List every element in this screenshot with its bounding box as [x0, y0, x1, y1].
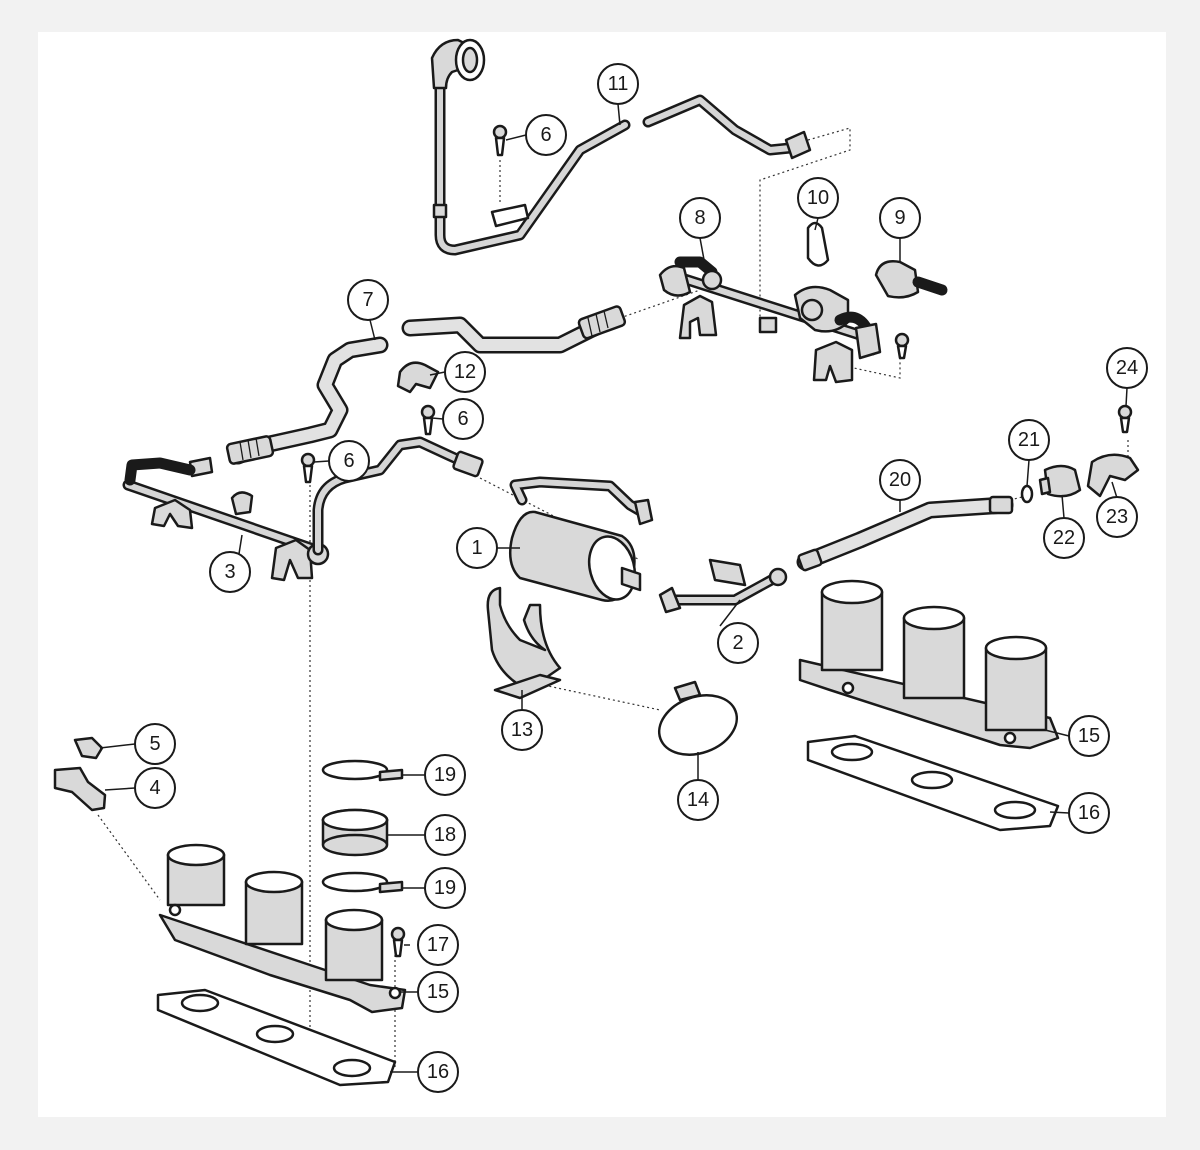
svg-text:23: 23	[1106, 506, 1128, 528]
callout-10: 10	[797, 177, 839, 219]
filter-outlet-pipe	[658, 558, 788, 614]
callout-2: 2	[717, 622, 759, 664]
svg-text:19: 19	[434, 764, 456, 786]
svg-text:24: 24	[1116, 357, 1138, 379]
callout-4: 4	[134, 767, 176, 809]
callout-9: 9	[879, 197, 921, 239]
svg-text:16: 16	[427, 1061, 449, 1083]
callout-22: 22	[1043, 517, 1085, 559]
fuel-return-line	[430, 38, 812, 256]
svg-text:12: 12	[454, 361, 476, 383]
svg-text:21: 21	[1018, 429, 1040, 451]
callout-13: 13	[501, 709, 543, 751]
callout-1: 1	[456, 527, 498, 569]
callout-6-upper: 6	[525, 114, 567, 156]
callout-5: 5	[134, 723, 176, 765]
pressure-fittings	[1020, 404, 1140, 504]
svg-text:2: 2	[732, 632, 743, 654]
svg-text:10: 10	[807, 187, 829, 209]
svg-text:14: 14	[687, 789, 709, 811]
callout-6-middle: 6	[442, 398, 484, 440]
callout-17: 17	[417, 924, 459, 966]
leader-lines	[99, 103, 1128, 1073]
svg-text:15: 15	[1078, 725, 1100, 747]
svg-text:22: 22	[1053, 527, 1075, 549]
svg-text:7: 7	[362, 289, 373, 311]
filter-bracket	[486, 586, 739, 756]
callout-8: 8	[679, 197, 721, 239]
callout-20: 20	[879, 459, 921, 501]
gasket-right	[806, 734, 1060, 832]
svg-text:19: 19	[434, 877, 456, 899]
fuel-feed-hose	[188, 305, 627, 478]
svg-text:8: 8	[694, 207, 705, 229]
svg-text:18: 18	[434, 824, 456, 846]
svg-text:16: 16	[1078, 802, 1100, 824]
svg-text:4: 4	[149, 777, 160, 799]
gasket-left	[156, 988, 397, 1087]
crossover-pipe	[312, 436, 484, 556]
rear-fuel-rail	[658, 221, 948, 384]
svg-text:20: 20	[889, 469, 911, 491]
callout-14: 14	[677, 779, 719, 821]
callout-16-left: 16	[417, 1051, 459, 1093]
callout-15-left: 15	[417, 971, 459, 1013]
svg-text:9: 9	[894, 207, 905, 229]
callout-19-lower: 19	[424, 867, 466, 909]
callout-3: 3	[209, 551, 251, 593]
callout-16-right: 16	[1068, 792, 1110, 834]
fuel-hose	[796, 495, 1014, 572]
intake-manifold-left	[158, 843, 407, 1014]
svg-text:13: 13	[511, 719, 533, 741]
sealing-rings	[321, 759, 404, 894]
fuel-injector	[53, 736, 107, 812]
intake-manifold-right	[798, 579, 1060, 750]
svg-text:5: 5	[149, 733, 160, 755]
callout-11: 11	[597, 63, 639, 105]
callout-21: 21	[1008, 419, 1050, 461]
svg-text:6: 6	[343, 450, 354, 472]
svg-text:1: 1	[471, 537, 482, 559]
callout-23: 23	[1096, 496, 1138, 538]
svg-text:17: 17	[427, 934, 449, 956]
clip-and-bolts	[300, 124, 508, 484]
callout-24: 24	[1106, 347, 1148, 389]
front-fuel-rail	[122, 457, 330, 582]
fuel-filter	[509, 476, 654, 602]
svg-text:6: 6	[540, 124, 551, 146]
callout-7: 7	[347, 279, 389, 321]
svg-text:11: 11	[608, 73, 629, 95]
callout-18: 18	[424, 814, 466, 856]
callout-12: 12	[444, 351, 486, 393]
callout-6-lower: 6	[328, 440, 370, 482]
svg-text:15: 15	[427, 981, 449, 1003]
callout-19-upper: 19	[424, 754, 466, 796]
callout-15-right: 15	[1068, 715, 1110, 757]
svg-text:6: 6	[457, 408, 468, 430]
svg-text:3: 3	[224, 561, 235, 583]
